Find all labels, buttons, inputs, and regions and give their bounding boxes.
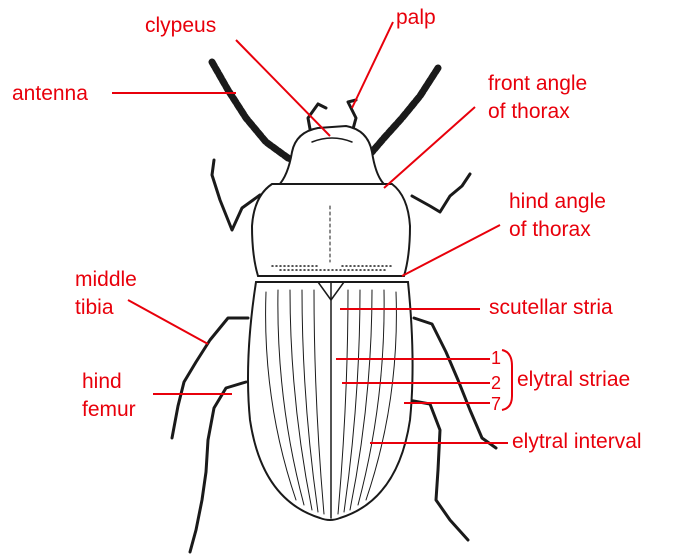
palp-pointer: [352, 22, 393, 108]
right-antenna: [362, 68, 438, 160]
label-elytral-interval: elytral interval: [512, 430, 642, 454]
label-clypeus: clypeus: [145, 14, 216, 38]
label-hind-femur-line2: femur: [82, 398, 136, 422]
label-scutellar-stria: scutellar stria: [489, 296, 613, 320]
label-elytral-striae: elytral striae: [517, 368, 630, 392]
label-front-angle-line2: of thorax: [488, 100, 570, 124]
hind-angle-pointer: [402, 225, 500, 276]
thorax: [252, 184, 410, 276]
beetle-illustration: [172, 62, 496, 552]
label-hind-angle-line2: of thorax: [509, 218, 591, 242]
head: [278, 126, 386, 186]
left-middle-leg: [172, 318, 248, 438]
right-front-leg: [412, 174, 470, 212]
label-stria-7: 7: [491, 392, 501, 416]
label-antenna: antenna: [12, 82, 88, 106]
label-hind-angle-line1: hind angle: [509, 190, 606, 214]
middle-tibia-pointer: [128, 300, 208, 344]
left-hind-leg: [190, 382, 246, 552]
elytral-striae-bracket: [502, 350, 512, 410]
left-antenna: [212, 62, 300, 162]
label-middle-tibia-line1: middle: [75, 268, 137, 292]
label-front-angle-line1: front angle: [488, 72, 587, 96]
right-hind-leg: [408, 400, 468, 540]
label-hind-femur-line1: hind: [82, 370, 122, 394]
label-middle-tibia-line2: tibia: [75, 296, 114, 320]
label-palp: palp: [396, 6, 436, 30]
label-stria-1: 1: [491, 346, 501, 370]
